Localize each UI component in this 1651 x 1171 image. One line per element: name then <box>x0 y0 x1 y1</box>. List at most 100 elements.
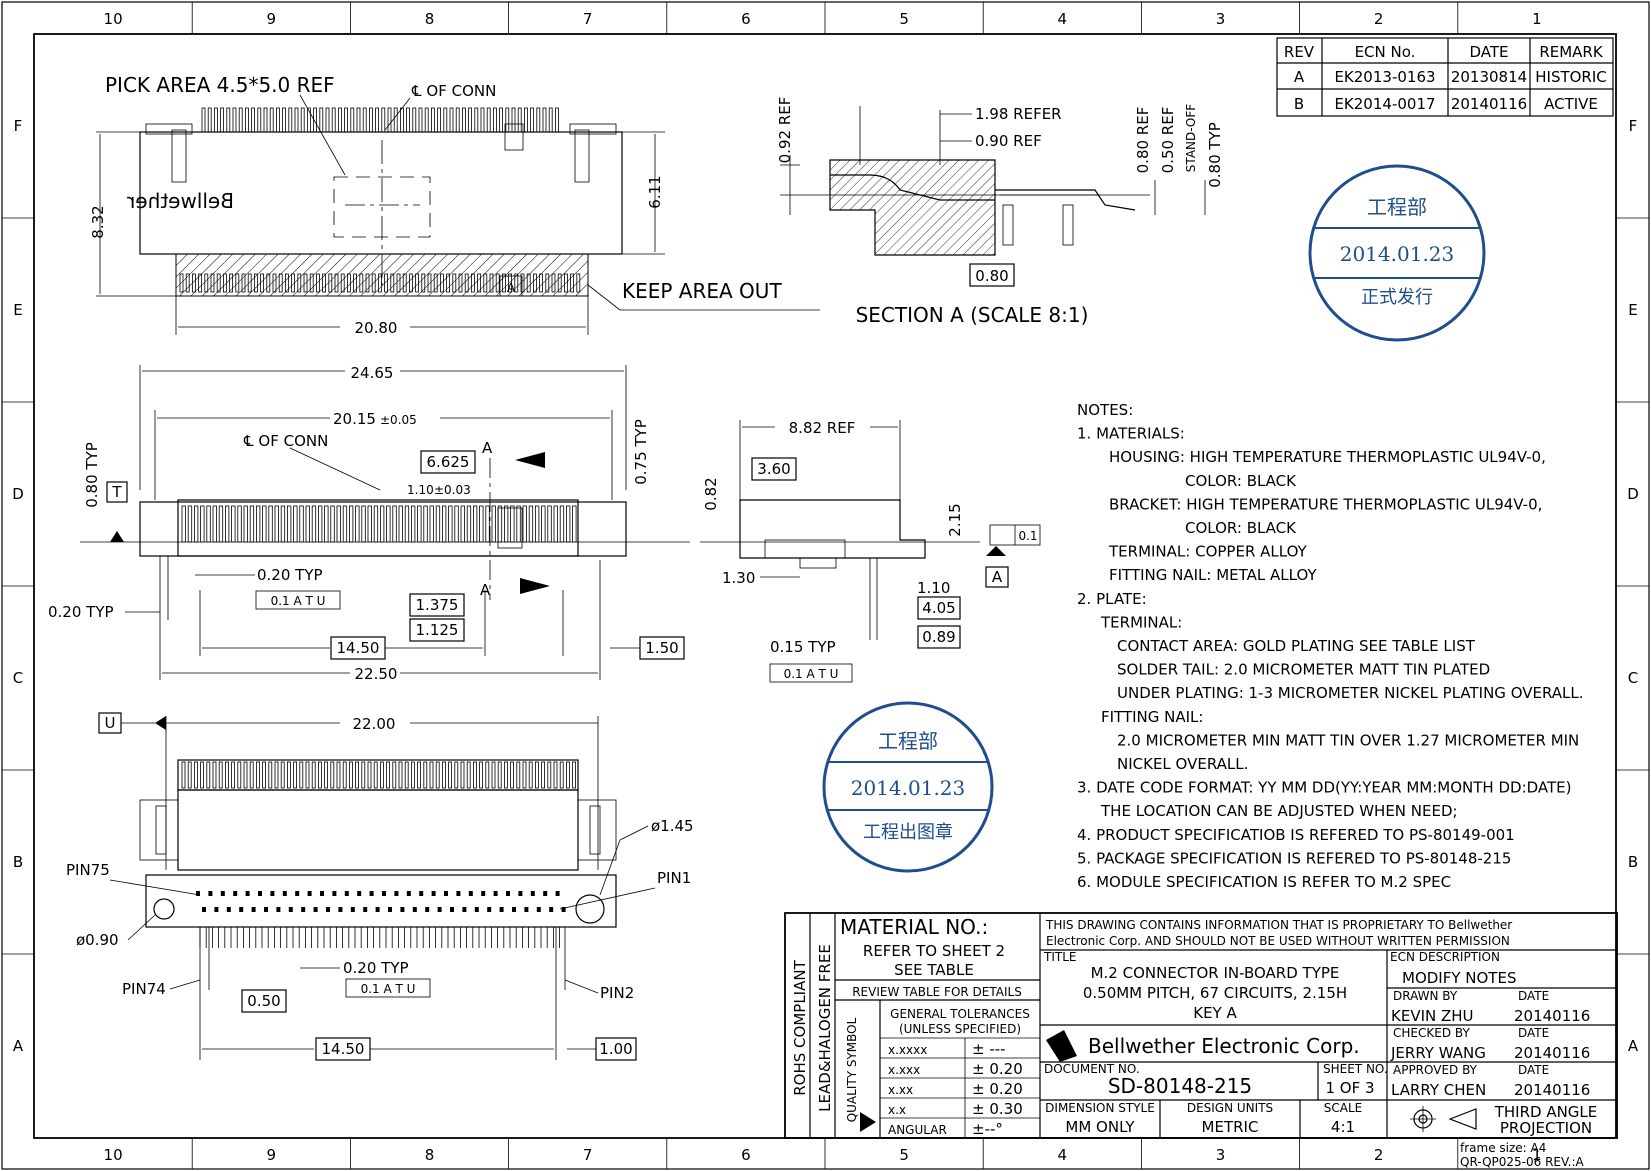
note-line: SOLDER TAIL: 2.0 MICROMETER MATT TIN PLA… <box>1117 661 1490 679</box>
pin <box>417 505 422 543</box>
pin <box>566 761 570 789</box>
pad <box>258 891 262 896</box>
pin <box>260 273 265 293</box>
pin <box>198 273 203 293</box>
pin <box>466 761 471 789</box>
pin <box>441 761 446 789</box>
pin <box>455 107 460 133</box>
pin <box>441 505 447 543</box>
pin <box>280 761 285 789</box>
pin <box>237 505 242 543</box>
pad <box>301 907 306 912</box>
pad <box>437 907 442 912</box>
pad <box>208 891 213 896</box>
pin <box>454 761 459 789</box>
pin <box>179 273 184 293</box>
pin <box>278 273 283 293</box>
pad <box>239 907 244 912</box>
pin <box>452 273 457 293</box>
pin <box>505 107 510 133</box>
pin <box>510 761 515 789</box>
dim-style-label: DIMENSION STYLE <box>1045 1101 1155 1115</box>
dim-360: 3.60 <box>757 460 790 478</box>
pin <box>408 273 413 293</box>
title-line2: 0.50MM PITCH, 67 CIRCUITS, 2.15H <box>1083 984 1347 1002</box>
pin <box>522 761 527 789</box>
pad <box>506 891 510 896</box>
note-line: TERMINAL: <box>1100 613 1182 631</box>
dim-020-typ: 0.20 TYP <box>257 566 323 584</box>
dim-090-ref: 0.90 REF <box>975 132 1042 150</box>
pin <box>231 505 236 543</box>
doc-label: DOCUMENT NO. <box>1044 1062 1140 1076</box>
checked-by: JERRY WANG <box>1390 1044 1486 1062</box>
pad <box>412 907 417 912</box>
dim-6625: 6.625 <box>427 453 470 471</box>
pad <box>462 907 467 912</box>
pin <box>402 273 407 293</box>
pin <box>535 761 539 789</box>
side-view: 8.82 REF 3.60 0.82 2.15 0.1 A 1.30 1.10 … <box>700 419 1041 683</box>
pin <box>421 273 426 293</box>
pin <box>207 107 212 133</box>
pin <box>291 273 296 293</box>
pin <box>448 761 453 789</box>
pin <box>551 273 556 293</box>
pad <box>332 891 337 896</box>
note-line: BRACKET: HIGH TEMPERATURE THERMOPLASTIC … <box>1109 495 1542 513</box>
pin <box>224 761 229 789</box>
pin <box>356 107 361 133</box>
pin <box>393 107 398 133</box>
pin <box>200 505 205 543</box>
approved-date-label: DATE <box>1518 1063 1549 1077</box>
pad <box>226 907 231 912</box>
pad <box>524 907 529 912</box>
pad <box>512 907 516 912</box>
form-no: QR-QP025-06 REV.:A <box>1460 1155 1585 1169</box>
pin <box>334 273 339 293</box>
note-line: 5. PACKAGE SPECIFICATION IS REFERED TO P… <box>1077 849 1511 867</box>
pin <box>212 761 217 789</box>
pin <box>181 761 186 789</box>
pin <box>348 761 353 789</box>
pin <box>181 505 186 543</box>
checked-date-label: DATE <box>1518 1026 1549 1040</box>
dim-inner: 6.11 <box>646 175 664 208</box>
dim-198-refer: 1.98 REFER <box>975 105 1062 123</box>
bottom-view: U 22.00 ø1.45 PIN75 PIN1 ø0.90 0.20 TYP <box>66 712 694 1061</box>
dim-1125: 1.125 <box>416 621 459 639</box>
pin2-label: PIN2 <box>600 984 634 1002</box>
sheet-no: 1 OF 3 <box>1325 1079 1374 1097</box>
top-pad-row <box>179 273 581 293</box>
dim-2015: 20.15 <box>333 410 376 428</box>
zone-number: 4 <box>1058 10 1068 28</box>
rev-cell: B <box>1294 95 1304 113</box>
doc-no: SD-80148-215 <box>1108 1074 1252 1098</box>
stamp-dept: 工程部 <box>1367 195 1427 219</box>
pin <box>375 107 380 133</box>
pin <box>530 107 534 133</box>
pin <box>293 761 298 789</box>
note-line: 2.0 MICROMETER MIN MATT TIN OVER 1.27 MI… <box>1117 731 1579 749</box>
pin <box>299 761 304 789</box>
zone-letter: D <box>12 485 24 503</box>
tol-key: x.xx <box>888 1083 913 1097</box>
pin <box>367 505 372 543</box>
pin <box>392 505 397 543</box>
pin <box>539 273 543 293</box>
pin <box>324 505 329 543</box>
pin <box>470 273 475 293</box>
pin <box>294 107 299 133</box>
pin <box>489 273 494 293</box>
pin <box>204 273 209 293</box>
dim-145: ø1.45 <box>651 817 694 835</box>
tol-value: ± 0.20 <box>972 1080 1023 1098</box>
dim-015-typ: 0.15 TYP <box>770 638 836 656</box>
pin <box>229 273 234 293</box>
pin <box>526 273 531 293</box>
rev-header-ecn: ECN No. <box>1355 43 1416 61</box>
dim-2200: 22.00 <box>353 715 396 733</box>
datum-u: U <box>105 714 116 732</box>
